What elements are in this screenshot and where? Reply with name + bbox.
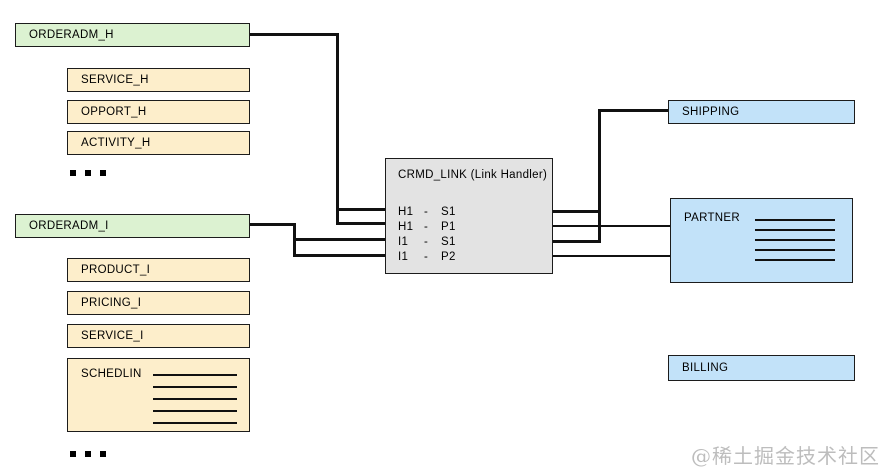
box-pricing-i-label: PRICING_I (81, 297, 142, 309)
schedlin-rule-4 (153, 410, 237, 412)
box-activity-h: ACTIVITY_H (67, 131, 250, 155)
box-partner-label: PARTNER (684, 212, 740, 224)
partner-rule-4 (755, 249, 835, 251)
crmd-link-title: CRMD_LINK (Link Handler) (398, 169, 548, 181)
ellipsis-item-group (70, 451, 106, 457)
box-product-i: PRODUCT_I (67, 258, 250, 282)
box-service-i: SERVICE_I (67, 324, 250, 348)
connector-orderadmi-out (250, 223, 296, 226)
box-shipping: SHIPPING (668, 100, 855, 124)
connector-shipping-vertical (598, 109, 601, 243)
connector-h1s1-in (336, 208, 385, 211)
partner-rule-3 (755, 239, 835, 241)
box-service-i-label: SERVICE_I (81, 330, 144, 342)
box-product-i-label: PRODUCT_I (81, 264, 151, 276)
schedlin-rule-2 (153, 386, 237, 388)
box-opport-h: OPPORT_H (67, 100, 250, 124)
connector-h1s1-out (553, 210, 601, 213)
box-crmd-link: CRMD_LINK (Link Handler) H1 - S1 H1 - P1… (385, 158, 553, 274)
connector-to-shipping (598, 109, 668, 112)
crmd-link-rows: H1 - S1 H1 - P1 I1 - S1 I1 - P2 (398, 204, 456, 264)
box-orderadm-i: ORDERADM_I (15, 214, 250, 238)
partner-rule-2 (755, 229, 835, 231)
box-orderadm-h-label: ORDERADM_H (29, 29, 114, 41)
link-row-i1-s1: I1 - S1 (398, 235, 456, 248)
box-billing: BILLING (668, 355, 855, 381)
connector-orderadmh-vertical (336, 33, 339, 224)
schedlin-rule-3 (153, 398, 237, 400)
partner-rule-5 (755, 259, 835, 261)
box-service-h: SERVICE_H (67, 68, 250, 92)
box-schedlin-label: SCHEDLIN (81, 368, 142, 380)
box-partner: PARTNER (670, 198, 853, 283)
box-activity-h-label: ACTIVITY_H (81, 137, 151, 149)
ellipsis-header-group (70, 170, 106, 176)
link-row-i1-p2: I1 - P2 (398, 250, 456, 263)
schedlin-rule-1 (153, 374, 237, 376)
connector-h1p1-in (336, 222, 385, 225)
partner-rule-1 (755, 219, 835, 221)
connector-i1s1-out (553, 240, 601, 243)
box-orderadm-h: ORDERADM_H (15, 23, 250, 47)
connector-i1s1-in (293, 238, 385, 241)
box-billing-label: BILLING (682, 362, 729, 374)
connector-h1p1-to-partner (553, 225, 670, 227)
connector-i1p2-in (293, 254, 385, 257)
box-orderadm-i-label: ORDERADM_I (29, 220, 109, 232)
link-row-h1-p1: H1 - P1 (398, 220, 456, 233)
box-opport-h-label: OPPORT_H (81, 106, 147, 118)
link-row-h1-s1: H1 - S1 (398, 205, 456, 218)
box-shipping-label: SHIPPING (682, 106, 740, 118)
box-schedlin: SCHEDLIN (67, 358, 250, 432)
connector-i1p2-to-partner (553, 255, 670, 257)
watermark: @稀土掘金技术社区 (691, 444, 880, 468)
schedlin-rule-5 (153, 422, 237, 424)
connector-orderadmh-out (250, 33, 338, 36)
box-service-h-label: SERVICE_H (81, 74, 149, 86)
box-pricing-i: PRICING_I (67, 291, 250, 315)
